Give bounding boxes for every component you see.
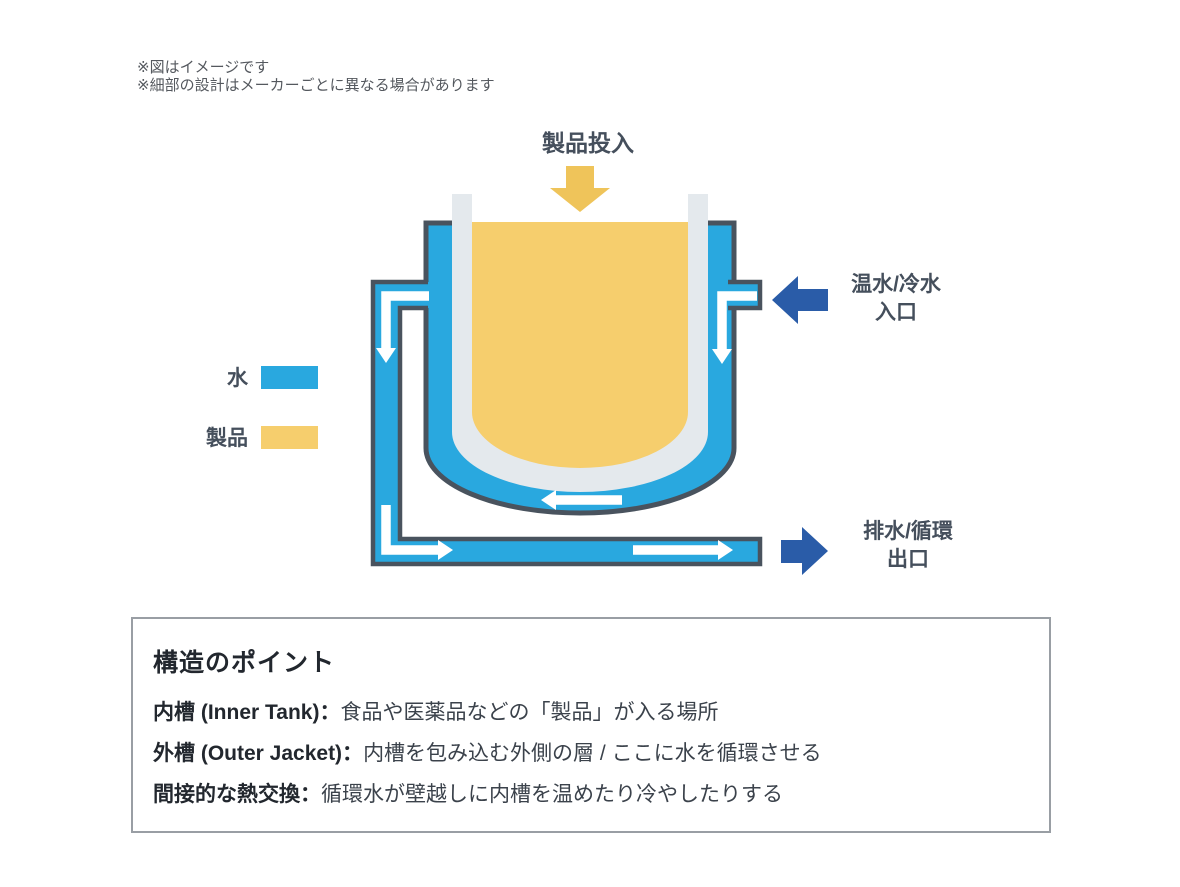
flow-arrow-jacket-bottom-icon — [541, 490, 622, 510]
product-in-label: 製品投入 — [542, 130, 634, 156]
flow-arrow-bottom-right-icon — [633, 540, 733, 560]
inlet-arrow-icon — [772, 276, 828, 324]
product-swatch — [261, 425, 318, 449]
outlet-label-line-2: 出口 — [887, 548, 929, 571]
disclaimer: ※図はイメージです ※細部の設計はメーカーごとに異なる場合があります — [137, 59, 495, 95]
info-line-heat-exchange: 間接的な熱交換：循環水が壁越しに内槽を温めたり冷やしたりする — [153, 774, 1029, 815]
outlet-label-line-1: 排水/循環 — [863, 520, 953, 543]
product-in-arrow-icon — [550, 166, 610, 212]
flow-arrow-bottom-left-bend-icon — [381, 505, 453, 560]
disclaimer-line-2: ※細部の設計はメーカーごとに異なる場合があります — [137, 77, 495, 94]
legend-row-water: 水 — [186, 365, 318, 390]
water-swatch — [261, 365, 318, 389]
legend-water-label: 水 — [227, 367, 248, 390]
info-line-body: 内槽を包み込む外側の層 / ここに水を循環させる — [363, 742, 822, 765]
info-line-inner-tank: 内槽 (Inner Tank)：食品や医薬品などの「製品」が入る場所 — [153, 692, 1029, 733]
outlet-arrow-icon — [781, 527, 828, 575]
info-line-lead: 間接的な熱交換： — [153, 783, 321, 806]
tank-diagram — [370, 166, 828, 575]
info-line-body: 循環水が壁越しに内槽を温めたり冷やしたりする — [321, 783, 783, 806]
info-box-title: 構造のポイント — [153, 649, 336, 677]
flow-arrow-right-down-icon — [712, 291, 757, 364]
inlet-label-line-1: 温水/冷水 — [851, 273, 941, 296]
info-box: 構造のポイント 内槽 (Inner Tank)：食品や医薬品などの「製品」が入る… — [131, 617, 1051, 833]
info-line-lead: 内槽 (Inner Tank)： — [153, 701, 341, 724]
legend-product-label: 製品 — [206, 427, 248, 450]
info-line-body: 食品や医薬品などの「製品」が入る場所 — [340, 701, 719, 724]
outlet-label: 排水/循環 出口 — [838, 518, 978, 574]
disclaimer-line-1: ※図はイメージです — [137, 59, 270, 76]
product-fill — [472, 222, 688, 468]
info-line-outer-jacket: 外槽 (Outer Jacket)：内槽を包み込む外側の層 / ここに水を循環さ… — [153, 733, 1029, 774]
info-box-lines: 内槽 (Inner Tank)：食品や医薬品などの「製品」が入る場所 外槽 (O… — [153, 692, 1029, 815]
legend: 水 製品 — [186, 365, 318, 450]
inlet-stub-outline — [728, 279, 763, 311]
circulation-pipe-outline — [370, 279, 763, 567]
info-line-lead: 外槽 (Outer Jacket)： — [153, 742, 364, 765]
flow-arrow-left-down-icon — [376, 291, 429, 363]
legend-row-product: 製品 — [186, 425, 318, 450]
inlet-label-line-2: 入口 — [875, 301, 917, 324]
inlet-label: 温水/冷水 入口 — [826, 271, 966, 327]
